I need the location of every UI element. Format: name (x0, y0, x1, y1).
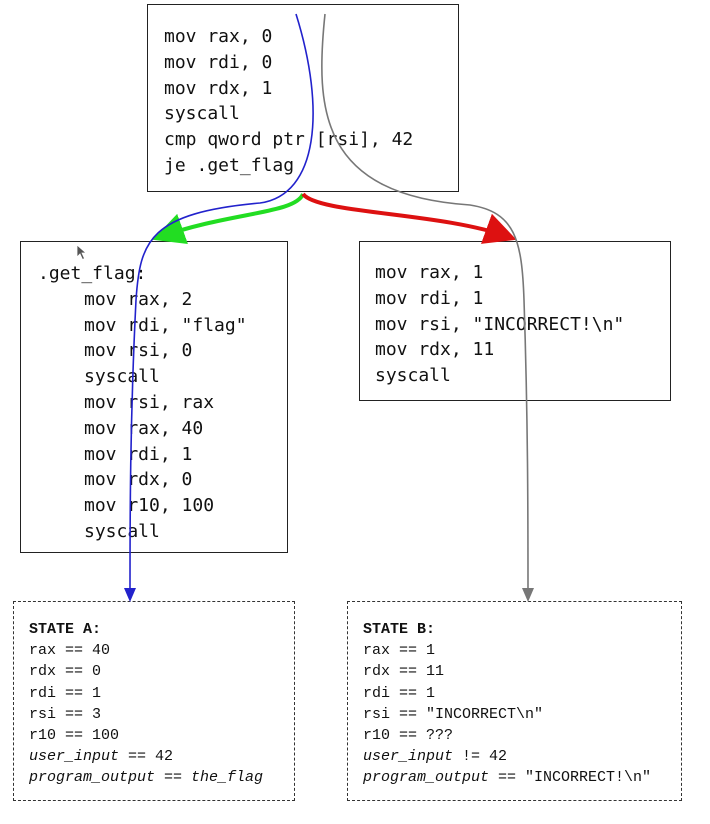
state-output-constraint: program_output == "INCORRECT!\n" (363, 767, 681, 788)
code-line: syscall (375, 365, 451, 387)
arrowhead-state-b (522, 588, 534, 602)
state-line: r10 == ??? (363, 727, 454, 745)
code-line: mov rax, 1 (375, 262, 484, 283)
input-rel: != 42 (453, 748, 508, 766)
code-line: mov rax, 2 (84, 288, 193, 310)
state-line: r10 == 100 (29, 727, 120, 745)
state-line: rax == 1 (363, 642, 436, 660)
output-rel: == (155, 769, 192, 787)
arrowhead-state-a (124, 588, 136, 602)
state-line: rsi == "INCORRECT\n" (363, 705, 544, 723)
get-flag-code-block: .get_flag: mov rax, 2 mov rdi, "flag" mo… (20, 241, 288, 553)
code-line: mov rax, 0 (164, 26, 273, 47)
code-line: mov rdx, 1 (164, 77, 273, 99)
state-line: rdi == 1 (29, 684, 102, 702)
code-line: mov rdx, 0 (84, 469, 193, 491)
state-title: STATE A: (29, 621, 102, 638)
state-output-constraint: program_output == the_flag (29, 767, 294, 788)
incorrect-code-block: mov rax, 1 mov rdi, 1 mov rsi, "INCORREC… (359, 241, 671, 401)
false-branch-edge (301, 192, 517, 244)
state-a-box: STATE A: rax == 40 rdx == 0 rdi == 1 rsi… (13, 601, 295, 801)
output-rel: == "INCORRECT!\n" (489, 769, 652, 787)
code-line: mov rsi, 0 (84, 340, 193, 362)
state-line: rdx == 0 (29, 663, 102, 681)
state-title: STATE B: (363, 621, 436, 638)
output-var: program_output (29, 769, 156, 787)
input-var: user_input (29, 748, 120, 766)
code-line: mov rax, 40 (84, 417, 204, 439)
true-branch-edge (152, 192, 305, 245)
state-b-box: STATE B: rax == 1 rdx == 11 rdi == 1 rsi… (347, 601, 682, 801)
code-line: cmp qword ptr [rsi], 42 (164, 129, 414, 151)
block-label: .get_flag: (38, 263, 147, 284)
state-input-constraint: user_input != 42 (363, 746, 681, 767)
code-line: syscall (164, 103, 240, 125)
code-line: mov r10, 100 (84, 495, 215, 517)
entry-code-block: mov rax, 0 mov rdi, 0 mov rdx, 1 syscall… (147, 4, 459, 192)
state-line: rsi == 3 (29, 705, 102, 723)
code-line: je .get_flag (164, 154, 295, 176)
state-line: rax == 40 (29, 642, 111, 660)
code-line: mov rdx, 11 (375, 339, 495, 361)
mouse-cursor-icon (76, 244, 88, 261)
state-line: rdi == 1 (363, 684, 436, 702)
output-var: program_output (363, 769, 490, 787)
output-val: the_flag (191, 769, 264, 787)
code-line: mov rsi, rax (84, 391, 215, 413)
code-line: mov rdi, "flag" (84, 314, 247, 336)
code-line: mov rdi, 0 (164, 51, 273, 73)
code-line: mov rdi, 1 (84, 443, 193, 465)
input-rel: == 42 (119, 748, 174, 766)
code-line: syscall (84, 520, 160, 542)
code-line: syscall (84, 366, 160, 388)
code-line: mov rdi, 1 (375, 287, 484, 309)
state-input-constraint: user_input == 42 (29, 746, 294, 767)
code-line: mov rsi, "INCORRECT!\n" (375, 313, 625, 335)
state-line: rdx == 11 (363, 663, 445, 681)
input-var: user_input (363, 748, 454, 766)
